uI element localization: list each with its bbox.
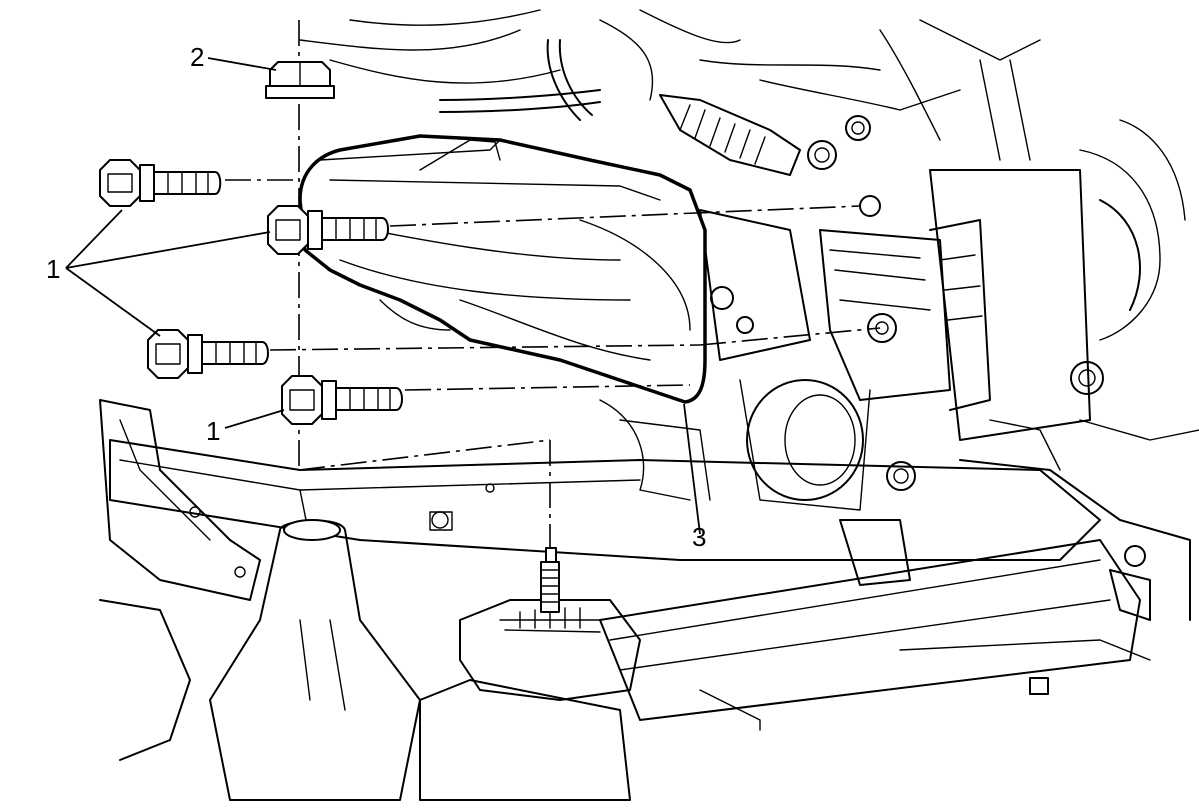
callout-1-bottom: 1 <box>206 416 220 446</box>
leader-lines <box>65 57 701 535</box>
callout-1-top: 1 <box>46 254 60 284</box>
bracket-item-3 <box>298 134 707 404</box>
bolts-item-1 <box>99 159 403 425</box>
callout-labels: 2 1 1 3 <box>46 42 706 552</box>
engine-background <box>299 9 1199 621</box>
bolt-c <box>147 329 269 379</box>
nut-item-2 <box>265 61 335 99</box>
bolt-d <box>281 375 403 425</box>
bolt-b <box>267 205 389 255</box>
callout-2: 2 <box>190 42 204 72</box>
bolt-a <box>99 159 222 207</box>
subframe <box>99 399 1151 801</box>
callout-3: 3 <box>692 522 706 552</box>
